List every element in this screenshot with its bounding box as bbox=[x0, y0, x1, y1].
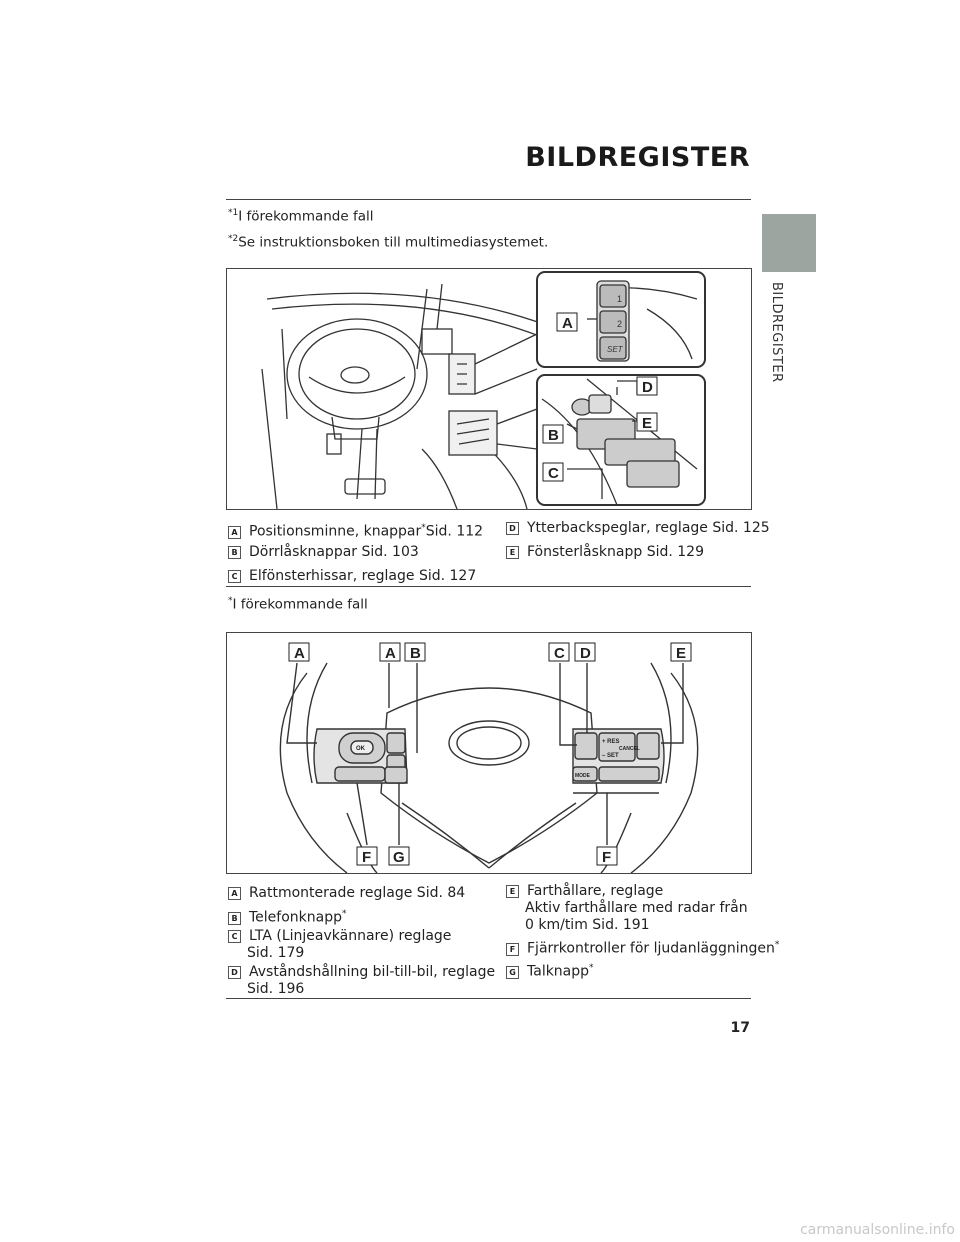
section-rule bbox=[226, 586, 751, 587]
section-tab[interactable] bbox=[762, 214, 816, 272]
callout-letter: D bbox=[642, 379, 653, 396]
ok-button: OK bbox=[356, 746, 366, 752]
callout-letter: D bbox=[580, 645, 591, 662]
memory-switch-label: 1 bbox=[617, 294, 622, 304]
callout-letter: E bbox=[676, 645, 686, 662]
watermark: carmanualsonline.info bbox=[800, 1222, 955, 1238]
footnote-1: *1I förekommande fall bbox=[228, 208, 374, 225]
callout-letter: A bbox=[294, 645, 305, 662]
memory-switch-label: SET bbox=[607, 345, 624, 354]
door-controls-illustration: 1 2 SET A B C D E bbox=[261, 271, 706, 510]
footnote-2: *2Se instruktionsboken till multimediasy… bbox=[228, 234, 549, 251]
callout-letter: C bbox=[548, 465, 559, 482]
set-button: – SET bbox=[602, 753, 619, 759]
page-title: BILDREGISTER bbox=[525, 142, 750, 173]
page-number: 17 bbox=[730, 1020, 750, 1036]
steering-wheel-illustration: OK + RES – SET CANCEL MODE A A B C D E F… bbox=[279, 642, 699, 874]
header-rule bbox=[226, 199, 751, 200]
callout-letter: G bbox=[393, 849, 405, 866]
mode-button: MODE bbox=[575, 773, 591, 779]
callout-letter: E bbox=[642, 415, 652, 432]
footnote-mid: *I förekommande fall bbox=[228, 596, 368, 613]
callout-letter: B bbox=[410, 645, 421, 662]
callout-letter: A bbox=[562, 315, 573, 332]
callout-letter: F bbox=[602, 849, 611, 866]
callout-letter: C bbox=[554, 645, 565, 662]
callout-letter: F bbox=[362, 849, 371, 866]
callout-letter: B bbox=[548, 427, 559, 444]
callout-letter: A bbox=[385, 645, 396, 662]
memory-switch-label: 2 bbox=[617, 319, 622, 329]
res-button: + RES bbox=[602, 739, 620, 745]
bottom-rule bbox=[226, 998, 751, 999]
section-tab-label: BILDREGISTER bbox=[769, 282, 784, 383]
steering-wheel-figure: OK + RES – SET CANCEL MODE A A B C D E F… bbox=[226, 632, 752, 874]
cancel-button: CANCEL bbox=[619, 746, 640, 752]
door-controls-figure: 1 2 SET A B C D E bbox=[226, 268, 752, 510]
